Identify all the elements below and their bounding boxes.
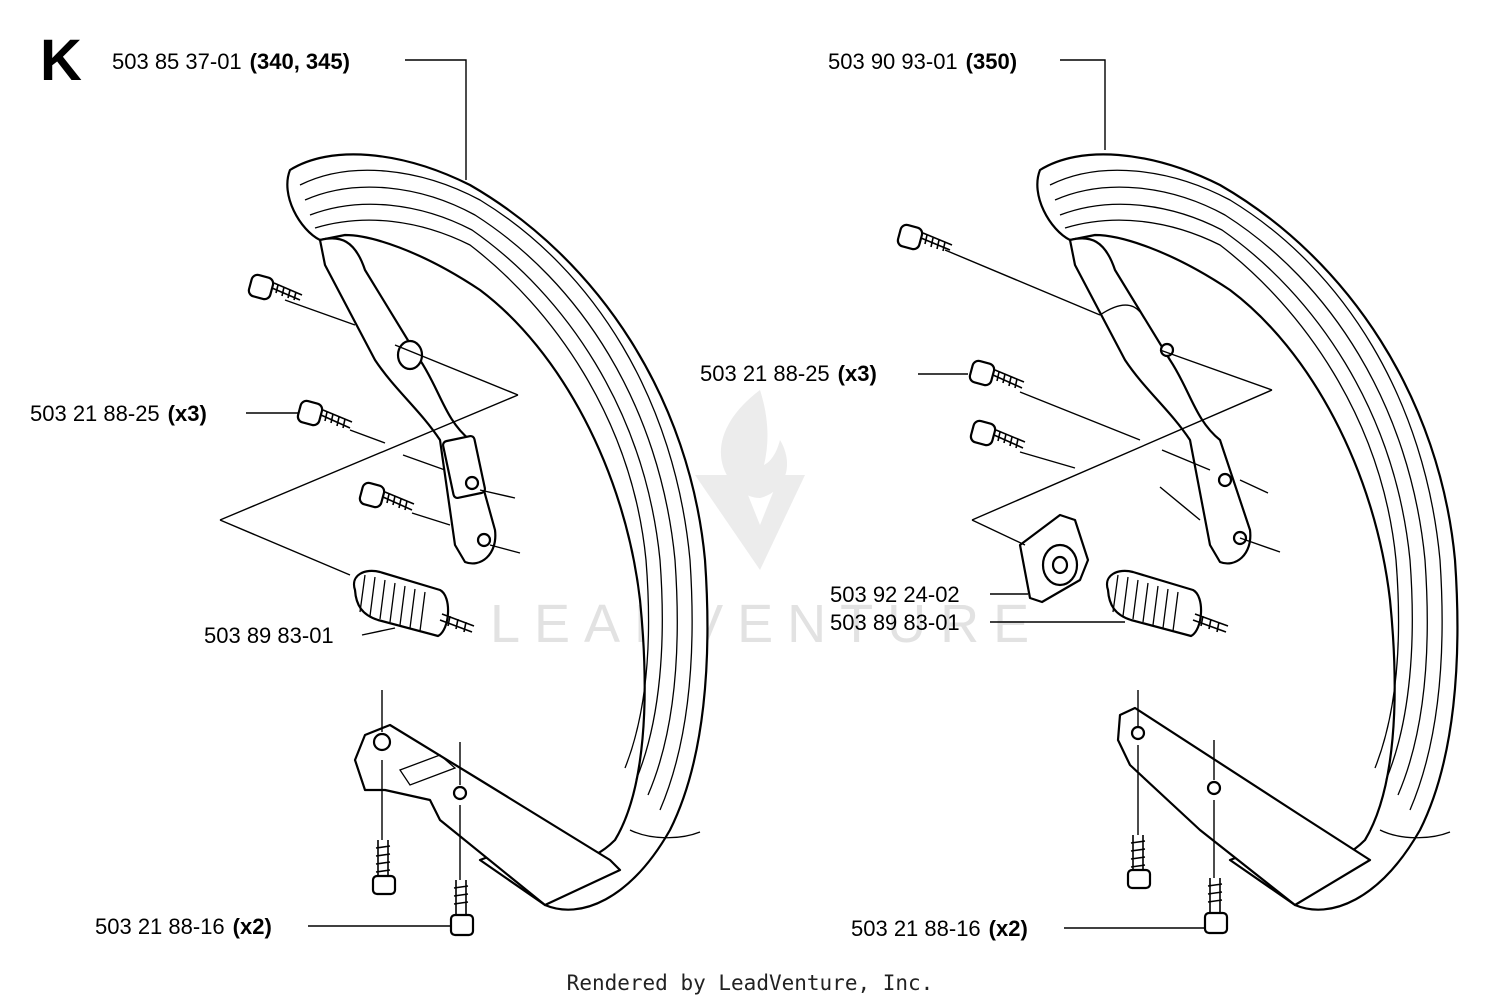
right-bracket — [1018, 513, 1090, 604]
left-handle-note: (340, 345) — [250, 49, 350, 74]
right-screw-1 — [896, 223, 953, 252]
right-handle-note: (350) — [966, 49, 1017, 74]
right-screws-top-part-no: 503 21 88-25 — [700, 361, 830, 386]
left-screws-bottom-part-no: 503 21 88-16 — [95, 914, 225, 939]
left-assembly: 503 85 37-01(340, 345) 503 21 88-25(x3) … — [30, 49, 709, 939]
left-handle-part-no: 503 85 37-01 — [112, 49, 242, 74]
footer-credit: Rendered by LeadVenture, Inc. — [567, 971, 934, 995]
right-screws-top-label: 503 21 88-25 (x3) — [700, 361, 877, 386]
left-screw-bottom-2 — [449, 880, 475, 937]
left-spring — [352, 569, 475, 638]
right-bracket-part-no: 503 92 24-02 — [830, 582, 960, 607]
left-screws-top-label: 503 21 88-25 (x3) — [30, 401, 207, 426]
left-screw-3 — [358, 481, 415, 511]
watermark-text: LEADVENTURE — [490, 594, 1043, 654]
left-spring-part-no: 503 89 83-01 — [204, 623, 334, 648]
right-spring-label: 503 89 83-01 — [830, 610, 960, 635]
right-screws-top-note: (x3) — [838, 361, 877, 386]
left-screw-1 — [247, 273, 303, 301]
right-screw-3 — [969, 419, 1026, 449]
left-screws-bottom-label: 503 21 88-16 (x2) — [95, 914, 272, 939]
right-handle-label: 503 90 93-01 (350) — [828, 49, 1017, 74]
right-screws-bottom-label: 503 21 88-16 (x2) — [851, 916, 1028, 941]
watermark-v-icon — [695, 475, 805, 570]
section-letter: K — [40, 28, 82, 93]
right-screw-bottom-2 — [1203, 878, 1229, 935]
right-screw-bottom-1 — [1126, 835, 1152, 890]
left-screws-top-part-no: 503 21 88-25 — [30, 401, 160, 426]
right-screw-2 — [968, 359, 1025, 389]
left-screw-2 — [296, 399, 353, 429]
left-screws-top-note: (x3) — [168, 401, 207, 426]
right-screws-bottom-note: (x2) — [989, 916, 1028, 941]
left-handle-label: 503 85 37-01 (340, 345) — [112, 49, 350, 74]
right-bracket-label: 503 92 24-02 — [830, 582, 960, 607]
right-assembly: 503 90 93-01 (350) 503 21 88-25 (x3) 503 9… — [700, 49, 1459, 941]
right-spring — [1105, 569, 1229, 638]
watermark: LEADVENTURE — [490, 390, 1043, 654]
left-screws-bottom-note: (x2) — [233, 914, 272, 939]
left-handle-bar — [286, 153, 709, 911]
right-handle-part-no: 503 90 93-01 — [828, 49, 958, 74]
right-screws-bottom-part-no: 503 21 88-16 — [851, 916, 981, 941]
left-spring-label: 503 89 83-01 — [204, 623, 334, 648]
left-screw-bottom-1 — [371, 840, 397, 896]
right-spring-part-no: 503 89 83-01 — [830, 610, 960, 635]
watermark-flame-icon — [720, 390, 788, 498]
right-handle-bar — [1036, 153, 1459, 911]
